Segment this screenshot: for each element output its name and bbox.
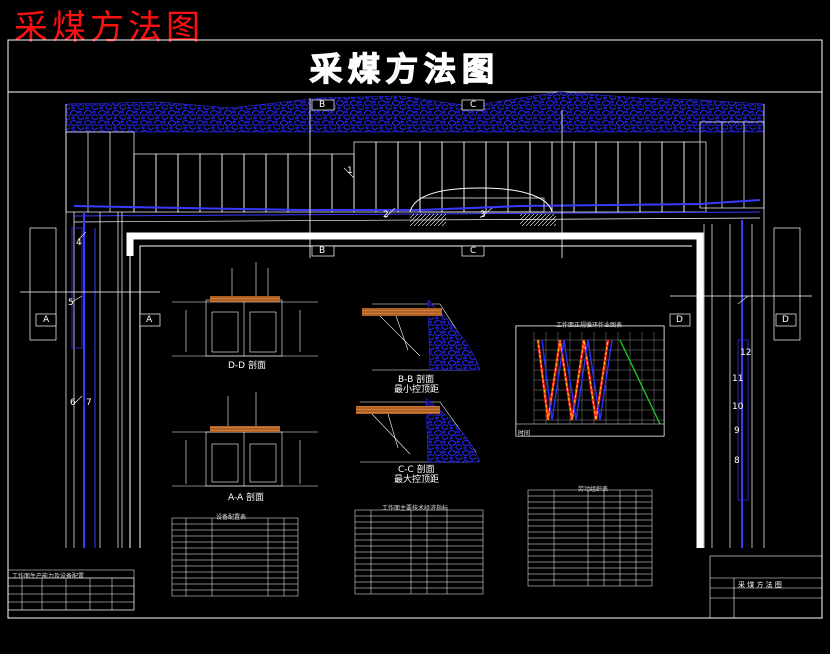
callout-leaders [71, 167, 749, 405]
cc-section-subtitle: 最大控顶距 [394, 475, 440, 485]
callout-4: 4 [76, 238, 82, 248]
hydraulic-support-row [65, 121, 765, 213]
cc-section-title: C-C 剖面 [398, 465, 435, 475]
bottom-left-table-grid [7, 577, 135, 611]
gateroad-frame [126, 232, 704, 548]
callout-9: 9 [734, 426, 740, 436]
hydraulic-support [221, 153, 245, 213]
callout-2: 2 [383, 210, 389, 220]
hydraulic-support [353, 141, 377, 213]
hydraulic-support [243, 153, 267, 213]
stats-table-bottom-left [7, 569, 135, 611]
aa-section-drawing [172, 392, 318, 487]
right-roadway [670, 104, 812, 548]
section-d-left-label: D [676, 315, 683, 325]
callout-7: 7 [86, 398, 92, 408]
hydraulic-support [507, 141, 531, 213]
hydraulic-support [155, 153, 179, 213]
tech-econ-table [354, 509, 484, 595]
section-d-right-label: D [782, 315, 789, 325]
callout-8: 8 [734, 456, 740, 466]
tech-econ-table-title: 工作面主要技术经济指标 [382, 505, 449, 512]
section-b-top-label: B [319, 100, 326, 110]
hydraulic-support [441, 141, 465, 213]
callout-6: 6 [70, 398, 76, 408]
labor-table [527, 489, 653, 587]
hydraulic-support [463, 141, 487, 213]
hydraulic-support [551, 141, 575, 213]
hydraulic-support [133, 153, 157, 213]
cycle-chart-title: 工作面正规循环作业图表 [556, 322, 623, 329]
callout-11: 11 [732, 374, 744, 384]
shearer-body [419, 197, 545, 213]
dd-section-title: D-D 剖面 [228, 361, 266, 371]
bb-section-drawing [362, 299, 481, 371]
section-b-bottom-label: B [319, 246, 326, 256]
section-a-right-label: A [146, 315, 153, 325]
hydraulic-support [485, 141, 509, 213]
hydraulic-support [639, 141, 663, 213]
red-watermark-title: 采煤方法图 [14, 8, 204, 48]
equipment-table [171, 517, 299, 597]
hydraulic-support [617, 141, 641, 213]
hydraulic-support [661, 141, 685, 213]
callout-1: 1 [347, 166, 353, 176]
main-title: 采煤方法图 [309, 49, 500, 88]
section-c-bottom-label: C [470, 246, 477, 256]
hydraulic-support [309, 153, 333, 213]
gob-rubble-band [65, 91, 765, 133]
callout-3: 3 [480, 210, 486, 220]
hydraulic-support [177, 153, 201, 213]
hydraulic-support [595, 141, 619, 213]
section-a-left-label: A [43, 315, 50, 325]
hydraulic-support [573, 141, 597, 213]
cc-section-drawing [356, 397, 481, 463]
hydraulic-support [331, 153, 355, 213]
bb-section-subtitle: 最小控顶距 [394, 385, 440, 395]
title-block-name: 采 煤 方 法 图 [738, 581, 782, 589]
hydraulic-support [529, 141, 553, 213]
hydraulic-support [265, 153, 289, 213]
sheet-frame [7, 39, 823, 619]
callout-10: 10 [732, 402, 744, 412]
labor-table-title: 劳动组织表 [578, 486, 609, 493]
hydraulic-support [199, 153, 223, 213]
section-marker-boxes [35, 99, 797, 327]
hydraulic-support [419, 141, 443, 213]
bb-section-title: B-B 剖面 [398, 375, 435, 385]
left-roadway [20, 104, 160, 548]
hydraulic-support [683, 141, 707, 213]
bottom-left-table-title: 工作面生产能力及设备配置 [12, 573, 85, 580]
cycle-chart [515, 325, 665, 437]
hydraulic-support [375, 141, 399, 213]
section-c-top-label: C [470, 100, 477, 110]
hydraulic-support [287, 153, 311, 213]
cycle-chart-row-label: 时间 [518, 430, 531, 437]
callout-5: 5 [68, 298, 74, 308]
dd-section-drawing [172, 262, 318, 357]
callout-12: 12 [740, 348, 752, 358]
face-conveyor-line [73, 199, 761, 211]
equipment-table-title: 设备配置表 [216, 514, 247, 521]
title-block [709, 555, 823, 619]
aa-section-title: A-A 剖面 [228, 493, 265, 503]
